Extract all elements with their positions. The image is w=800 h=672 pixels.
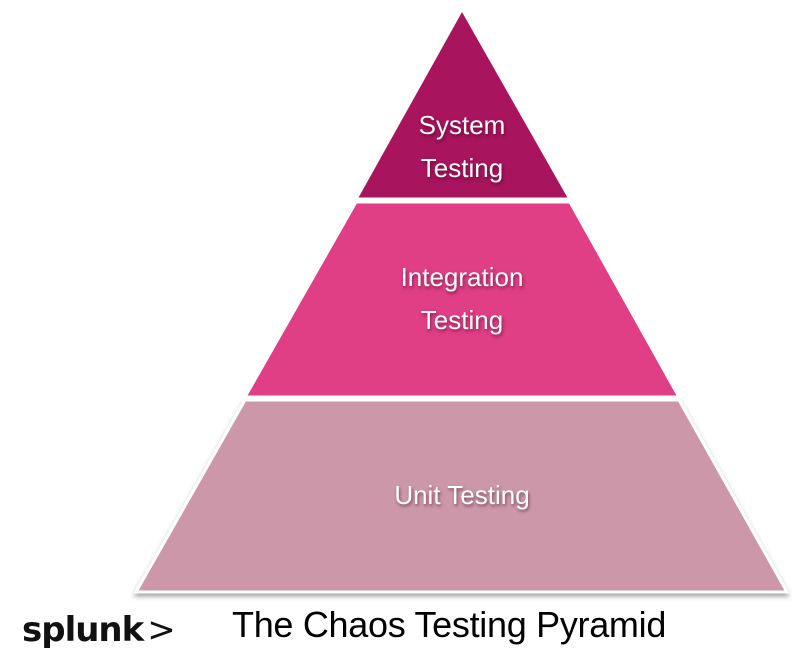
tier-label-line: Testing xyxy=(420,305,504,335)
tier-label-line: System xyxy=(418,110,506,140)
diagram-title: The Chaos Testing Pyramid xyxy=(232,604,667,645)
tier-label-line: Unit Testing xyxy=(394,480,530,510)
tier-label-line: Testing xyxy=(420,153,504,183)
tier-label-line: Integration xyxy=(400,262,524,292)
tier-label-integration: Integration Testing xyxy=(401,256,524,342)
pyramid-diagram xyxy=(133,5,790,594)
tier-unit-testing xyxy=(133,398,790,594)
tier-system-testing xyxy=(353,5,573,201)
splunk-logo: splunk> xyxy=(22,610,176,650)
chevron-right-icon: > xyxy=(147,610,175,650)
tier-integration-testing xyxy=(242,200,682,399)
tier-label-unit: Unit Testing xyxy=(394,474,529,517)
tier-label-system: System Testing xyxy=(419,104,506,190)
logo-wordmark: splunk xyxy=(22,610,144,650)
